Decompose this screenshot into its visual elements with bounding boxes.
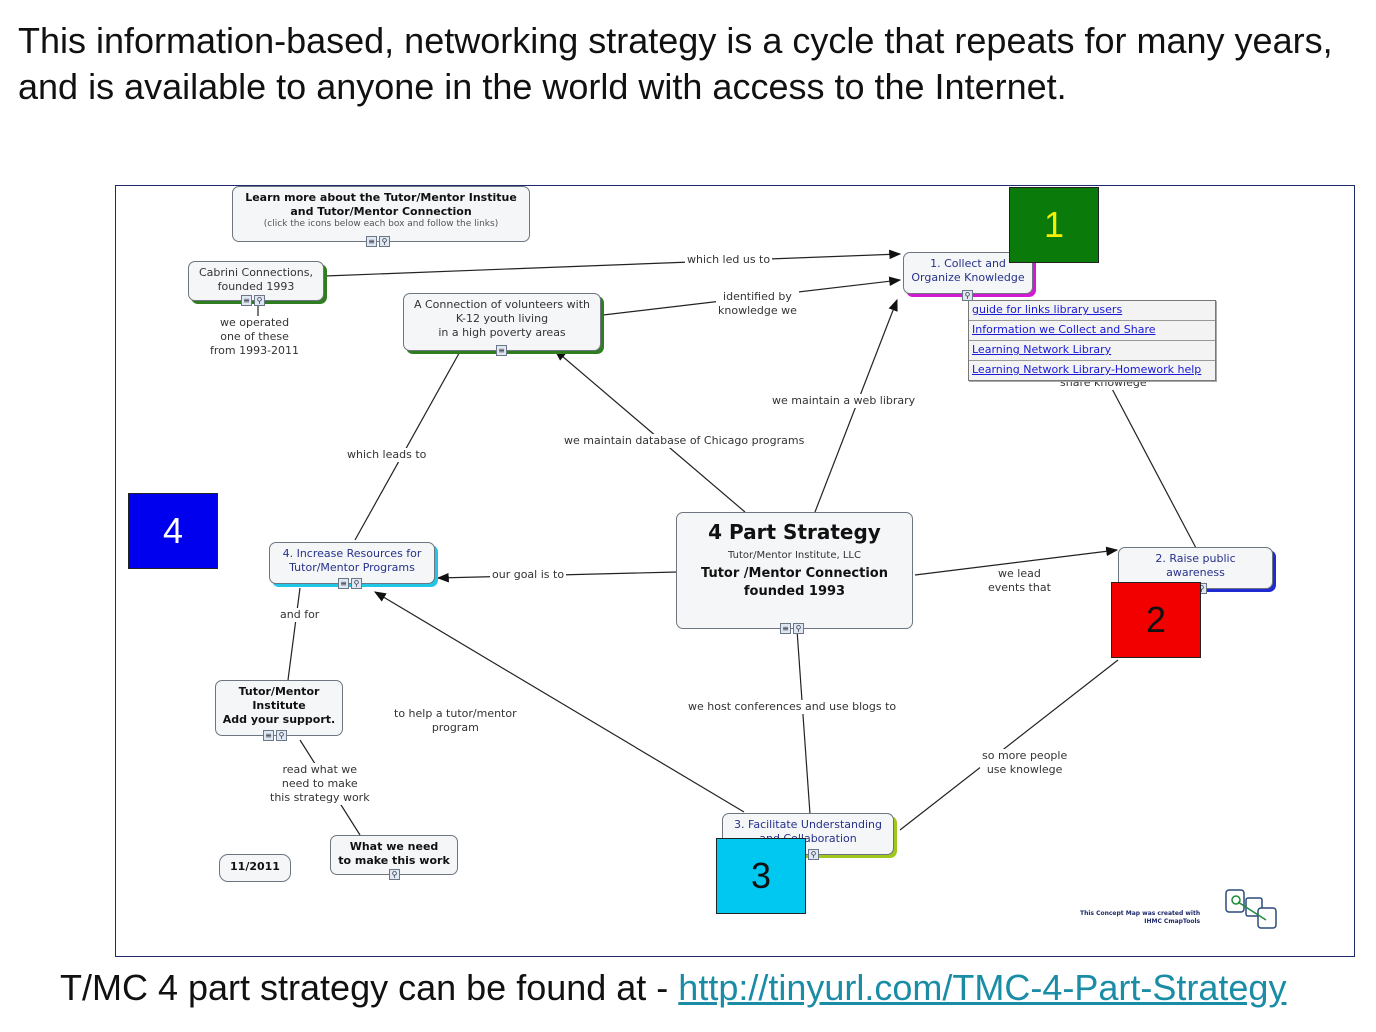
link-label-host: we host conferences and use blogs to [686,700,899,714]
link-icon[interactable]: ⚲ [254,295,265,306]
link-icon[interactable]: ⚲ [389,869,400,880]
link-label-identified: identified by knowledge we [716,290,799,318]
link-icon[interactable]: ⚲ [962,290,973,301]
link-label-read: read what we need to make this strategy … [268,763,372,805]
center-icons: ≡⚲ [780,623,804,634]
link-icon[interactable]: ⚲ [379,236,390,247]
resource-link-homework-help[interactable]: Learning Network Library-Homework help [969,361,1215,380]
link-icon[interactable]: ⚲ [276,730,287,741]
need-icons: ⚲ [389,869,400,880]
step-badge-2: 2 [1111,582,1201,658]
resource-link-learning-network[interactable]: Learning Network Library [969,341,1215,361]
resource-link-guide[interactable]: guide for links library users [969,301,1215,321]
resource-link-information[interactable]: Information we Collect and Share [969,321,1215,341]
connection-icons: ≡ [496,345,507,356]
link-icon[interactable]: ⚲ [351,578,362,589]
link-increase-support [287,587,301,681]
support-node[interactable]: Tutor/Mentor Institute Add your support. [215,680,343,736]
increase-icons: ≡⚲ [338,578,362,589]
document-icon[interactable]: ≡ [263,730,274,741]
learn-more-note: (click the icons below each box and foll… [263,219,499,229]
date-label: 11/2011 [230,860,280,873]
learn-more-node[interactable]: Learn more about the Tutor/Mentor Instit… [232,186,530,242]
link-label-operated: we operated one of these from 1993-2011 [208,316,302,358]
learn-more-icons: ≡⚲ [366,236,390,247]
facilitate-icons: ⚲ [808,849,819,860]
link-label-goal: our goal is to [490,568,567,582]
collect-label: 1. Collect and Organize Knowledge [911,257,1025,284]
link-center-raise [914,546,1119,576]
link-facilitate-increase [373,591,745,813]
footer-text: T/MC 4 part strategy can be found at - [60,967,679,1008]
link-label-lead-events: we lead events that [986,567,1053,595]
heading: This information-based, networking strat… [18,20,1333,107]
center-org: Tutor/Mentor Institute, LLC [728,550,861,561]
link-label-and-for: and for [278,608,322,622]
date-node: 11/2011 [219,854,291,882]
link-center-facilitate [796,629,811,815]
link-collect-raise [1109,384,1197,549]
resource-links-panel: guide for links library users Informatio… [968,300,1216,381]
link-label-help-program: to help a tutor/mentor program [392,707,519,735]
increase-label: 4. Increase Resources for Tutor/Mentor P… [282,547,422,574]
link-icon[interactable]: ⚲ [808,849,819,860]
link-label-web-library: we maintain a web library [770,394,918,408]
raise-label: 2. Raise public awareness [1155,552,1236,579]
cabrini-node[interactable]: Cabrini Connections, founded 1993 [188,261,324,301]
link-cabrini-collect [324,249,902,277]
need-label: What we need to make this work [338,840,450,867]
step-badge-1: 1 [1009,187,1099,263]
document-icon[interactable]: ≡ [780,623,791,634]
concept-map-frame [115,185,1355,957]
link-raise-facilitate [899,659,1119,831]
cabrini-icons: ≡⚲ [241,295,265,306]
cabrini-label: Cabrini Connections, founded 1993 [199,266,313,293]
footer: T/MC 4 part strategy can be found at - h… [60,966,1286,1010]
connection-label: A Connection of volunteers with K-12 you… [413,298,591,339]
cmaptools-credit: This Concept Map was created with IHMC C… [1080,910,1201,925]
cmaptools-logo-icon [1225,889,1277,929]
link-label-led-us: which led us to [685,253,773,267]
link-label-database: we maintain database of Chicago programs [562,434,807,448]
step-badge-4: 4 [128,493,218,569]
link-label-which-leads: which leads to [345,448,429,462]
link-label-more-people: so more people use knowlege [980,749,1070,777]
center-node[interactable]: 4 Part Strategy Tutor/Mentor Institute, … [676,512,913,629]
strategy-link[interactable]: http://tinyurl.com/TMC-4-Part-Strategy [678,967,1287,1008]
connection-node[interactable]: A Connection of volunteers with K-12 you… [403,293,601,351]
center-title: 4 Part Strategy [708,520,881,544]
learn-more-title: Learn more about the Tutor/Mentor Instit… [245,191,517,218]
support-icons: ≡⚲ [263,730,287,741]
document-icon[interactable]: ≡ [366,236,377,247]
link-increase-connection [354,328,473,541]
link-icon[interactable]: ⚲ [793,623,804,634]
collect-node[interactable]: 1. Collect and Organize Knowledge [903,252,1033,294]
step-badge-3: 3 [716,838,806,914]
document-icon[interactable]: ≡ [496,345,507,356]
increase-node[interactable]: 4. Increase Resources for Tutor/Mentor P… [269,542,435,584]
link-center-connection [554,349,746,513]
document-icon[interactable]: ≡ [241,295,252,306]
collect-icons: ⚲ [962,290,973,301]
document-icon[interactable]: ≡ [338,578,349,589]
support-label: Tutor/Mentor Institute Add your support. [222,685,336,726]
center-main: Tutor /Mentor Connection founded 1993 [701,566,888,599]
